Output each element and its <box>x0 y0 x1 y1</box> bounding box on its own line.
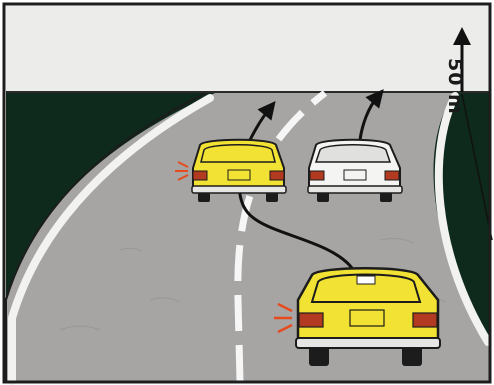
tail-light-left <box>193 171 207 180</box>
sky <box>6 6 490 92</box>
distance-label: 50 m <box>444 58 466 115</box>
tail-light-right <box>270 171 284 180</box>
white-car <box>308 140 402 202</box>
